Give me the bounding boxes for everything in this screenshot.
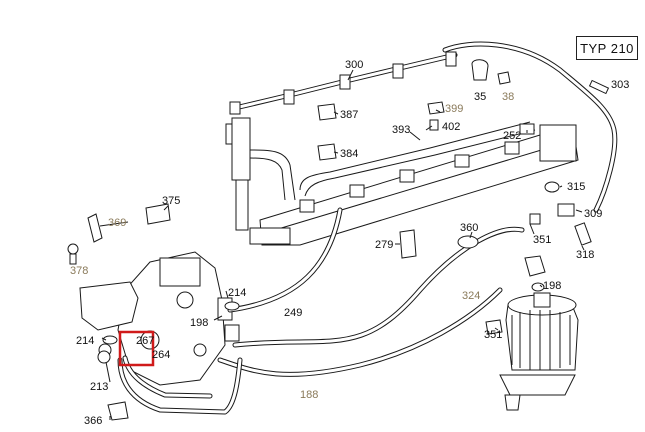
callout-360: 360 [460,222,478,234]
callout-198-pump: 198 [190,317,208,329]
callout-324: 324 [462,290,480,302]
callout-399: 399 [445,103,463,115]
high-pressure-pump [79,251,240,386]
callout-198-filter: 198 [543,280,561,292]
injector [225,117,296,231]
callout-214-right: 214 [228,287,246,299]
type-badge: TYP 210 [576,36,638,60]
bottom-supply-lines [117,355,243,415]
callout-402: 402 [442,121,460,133]
callout-213: 213 [90,381,108,393]
callout-351-bottom: 351 [484,329,502,341]
callout-35: 35 [474,91,486,103]
callout-366: 366 [84,415,102,427]
injector-return-rail [229,51,458,115]
callout-38: 38 [502,91,514,103]
callout-315: 315 [567,181,585,193]
leader-lines [99,69,585,420]
callout-264: 264 [152,349,170,361]
callout-369: 369 [108,217,126,229]
callout-384: 384 [340,148,358,160]
callout-303: 303 [611,79,629,91]
common-rail [249,124,579,246]
callout-267: 267 [136,335,154,347]
callout-378: 378 [70,265,88,277]
callout-300: 300 [345,59,363,71]
callout-279: 279 [375,239,393,251]
callout-252: 252 [503,130,521,142]
callout-351-top: 351 [533,234,551,246]
callout-188: 188 [300,389,318,401]
small-parts [67,59,610,421]
callout-309: 309 [584,208,602,220]
callout-387: 387 [340,109,358,121]
callout-393: 393 [392,124,410,136]
callout-labels: 300 35 38 303 387 399 402 393 252 384 37… [70,59,629,427]
callout-214-left: 214 [76,335,94,347]
callout-375: 375 [162,195,180,207]
fuel-filter [499,292,579,411]
callout-318: 318 [576,249,594,261]
return-line-top [442,41,618,213]
pressure-tubes [217,207,525,377]
rail-feed-lines [299,121,536,197]
callout-249: 249 [284,307,302,319]
highlight-box-267 [118,330,155,367]
